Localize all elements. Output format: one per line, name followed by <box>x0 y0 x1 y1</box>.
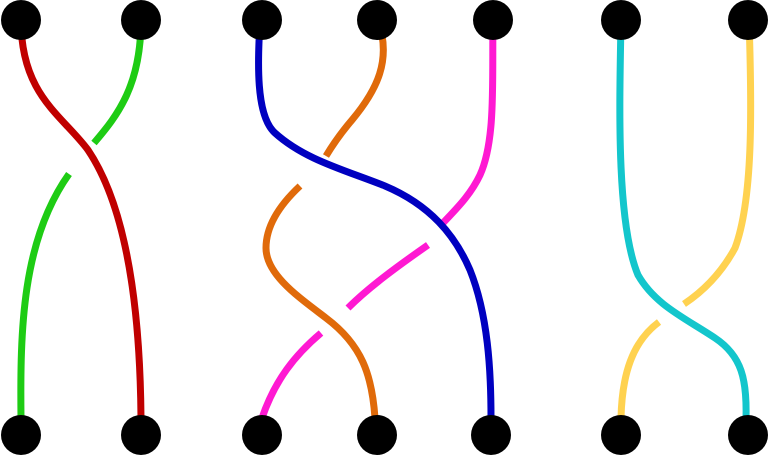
yellow-strand-lower <box>617 319 662 419</box>
top-node-6 <box>601 0 641 40</box>
top-node-1 <box>1 0 41 40</box>
top-endpoints <box>1 0 768 40</box>
magenta-strand-upper <box>440 19 497 226</box>
middle-braid <box>255 18 497 420</box>
bottom-node-1 <box>1 415 41 455</box>
bottom-endpoints <box>1 415 768 455</box>
top-node-3 <box>242 0 282 40</box>
magenta-strand-lower <box>258 330 324 420</box>
blue-strand <box>255 19 495 419</box>
top-node-2 <box>121 0 161 40</box>
green-strand-upper <box>91 19 145 146</box>
red-strand <box>17 19 145 419</box>
top-node-4 <box>357 0 397 40</box>
bottom-node-7 <box>728 415 768 455</box>
left-braid <box>17 19 145 419</box>
top-node-5 <box>473 0 513 40</box>
bottom-node-5 <box>471 415 511 455</box>
bottom-node-6 <box>601 415 641 455</box>
orange-strand-lower <box>262 183 379 419</box>
yellow-strand-upper <box>682 19 755 307</box>
bottom-node-3 <box>242 415 282 455</box>
bottom-node-2 <box>121 415 161 455</box>
magenta-strand-middle <box>345 242 431 311</box>
right-braid <box>616 19 755 419</box>
cyan-strand <box>616 19 750 419</box>
orange-strand-upper <box>322 18 387 158</box>
green-strand-lower <box>17 171 72 419</box>
bottom-node-4 <box>357 415 397 455</box>
top-node-7 <box>728 0 768 40</box>
